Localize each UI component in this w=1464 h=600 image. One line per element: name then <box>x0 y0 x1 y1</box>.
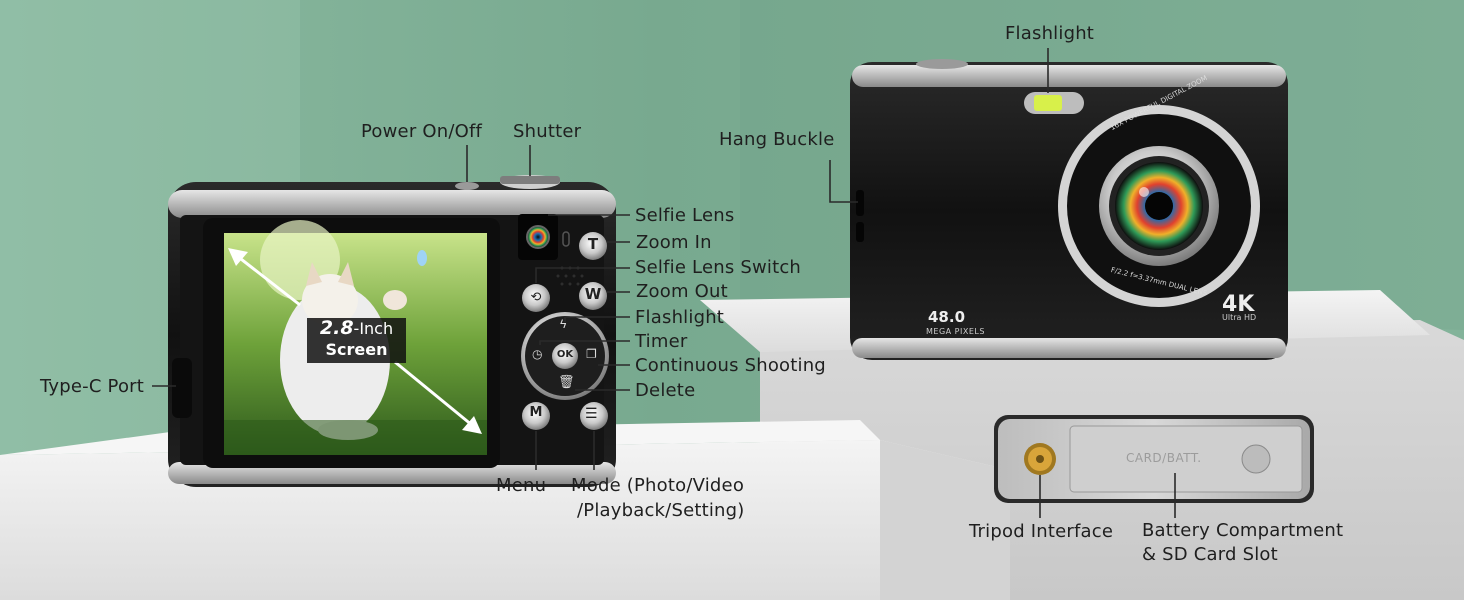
label-battery-line2: & SD Card Slot <box>1142 544 1278 565</box>
front-camera <box>850 59 1288 360</box>
menu-key[interactable]: M <box>529 405 543 420</box>
label-flashlight-front: Flashlight <box>1005 23 1095 44</box>
selfie-switch-icon[interactable]: ⟲ <box>530 289 542 304</box>
resolution-badge: 4K <box>1222 292 1255 317</box>
label-selfie-switch: Selfie Lens Switch <box>635 257 802 278</box>
label-type-c: Type-C Port <box>40 376 145 397</box>
label-flashlight-back: Flashlight <box>635 307 725 328</box>
zoom-in-key[interactable]: T <box>587 235 599 253</box>
label-hang-buckle: Hang Buckle <box>719 129 835 150</box>
megapixels-label: MEGA PIXELS <box>926 327 985 336</box>
screen-size-unit: -Inch <box>353 319 394 338</box>
card-door-text: CARD/BATT. <box>1126 451 1202 465</box>
zoom-out-key[interactable]: W <box>584 285 602 303</box>
label-mode-line1: Mode (Photo/Video <box>571 475 745 496</box>
bottom-plate <box>994 415 1314 503</box>
label-power: Power On/Off <box>361 121 483 142</box>
flash-icon: ϟ <box>560 317 567 331</box>
ok-key[interactable]: OK <box>556 349 574 360</box>
label-delete: Delete <box>635 380 696 401</box>
megapixels-value: 48.0 <box>928 308 966 326</box>
label-continuous: Continuous Shooting <box>635 355 826 376</box>
screen-word: Screen <box>325 340 388 359</box>
label-timer: Timer <box>635 331 688 352</box>
screen-size-value: 2.8 <box>319 317 354 339</box>
mode-icon[interactable]: ☰ <box>585 405 598 421</box>
label-menu: Menu <box>496 475 547 496</box>
label-shutter: Shutter <box>513 121 582 142</box>
screen-size-badge: 2.8-Inch Screen <box>307 318 406 363</box>
label-selfie-lens: Selfie Lens <box>635 205 735 226</box>
timer-icon: ◷ <box>532 347 543 361</box>
back-camera <box>168 175 616 487</box>
trash-icon: 🗑 <box>558 374 575 389</box>
label-tripod: Tripod Interface <box>969 521 1114 542</box>
label-zoom-out: Zoom Out <box>636 281 728 302</box>
label-zoom-in: Zoom In <box>636 232 712 253</box>
resolution-sub: Ultra HD <box>1222 313 1257 322</box>
label-battery-line1: Battery Compartment <box>1142 520 1344 541</box>
label-mode-line2: /Playback/Setting) <box>577 500 745 521</box>
continuous-icon: ❐ <box>586 347 597 361</box>
